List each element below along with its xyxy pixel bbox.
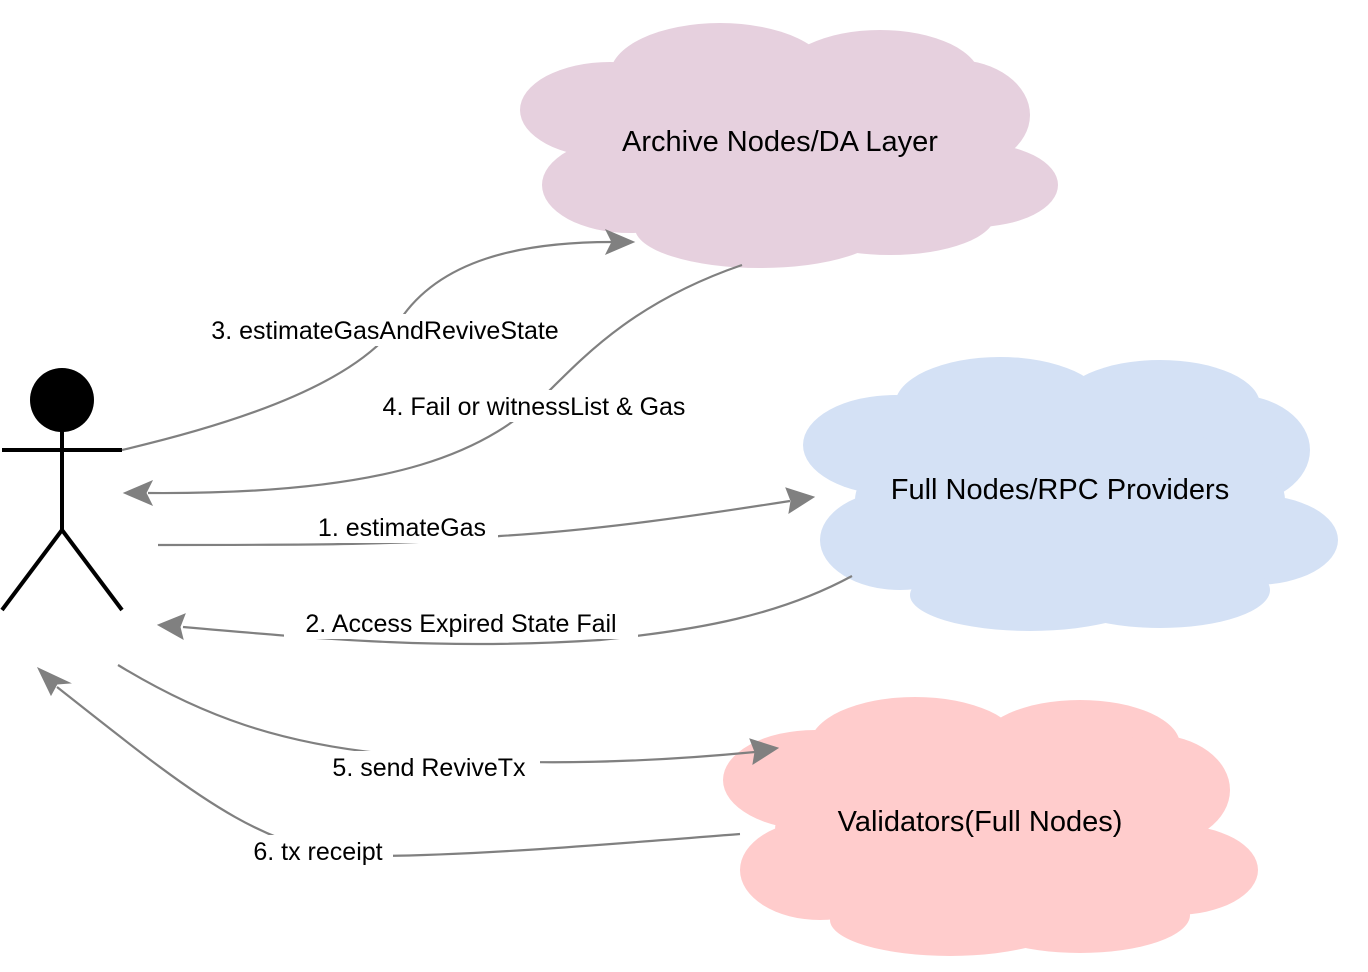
edge-6-label-bg	[243, 835, 393, 867]
full-nodes-cloud[interactable]: Full Nodes/RPC Providers	[803, 357, 1338, 631]
edge-1-label: 1. estimateGas	[318, 514, 486, 542]
edge-4-label-bg	[362, 390, 706, 422]
edge-1-line	[157, 499, 791, 547]
edge-2-label-bg	[284, 607, 638, 639]
actor-head	[30, 368, 94, 432]
edge-6-arrowhead	[36, 666, 72, 697]
edge-fail-or-witness-list[interactable]: 4. Fail or witnessList & Gas	[122, 263, 743, 506]
archive-cloud-shape	[520, 23, 1058, 268]
validators-cloud[interactable]: Validators(Full Nodes)	[723, 697, 1258, 956]
archive-nodes-cloud[interactable]: Archive Nodes/DA Layer	[520, 23, 1058, 268]
edge-6-label: 6. tx receipt	[253, 838, 382, 866]
full-nodes-label: Full Nodes/RPC Providers	[891, 474, 1229, 506]
actor-left-leg	[0, 528, 64, 612]
actor-right-leg	[60, 528, 124, 612]
edge-5-arrowhead	[749, 738, 780, 766]
full-nodes-cloud-shape	[803, 357, 1338, 631]
edge-3-label-bg	[188, 314, 582, 346]
validators-cloud-shape	[723, 697, 1258, 956]
edge-send-revive-tx[interactable]: 5. send ReviveTx	[117, 664, 780, 783]
edge-4-arrowhead	[122, 480, 154, 506]
edge-4-label: 4. Fail or witnessList & Gas	[383, 393, 686, 421]
edge-2-arrowhead	[156, 613, 186, 641]
edge-4-line	[147, 263, 743, 495]
edge-tx-receipt[interactable]: 6. tx receipt	[36, 666, 741, 867]
edge-5-label: 5. send ReviveTx	[332, 754, 526, 782]
validators-label: Validators(Full Nodes)	[838, 806, 1123, 838]
edge-estimate-gas-and-revive-state[interactable]: 3. estimateGasAndReviveState	[121, 229, 636, 452]
edge-access-expired-state-fail[interactable]: 2. Access Expired State Fail	[156, 575, 853, 646]
edge-3-arrowhead	[604, 229, 636, 255]
edge-estimate-gas[interactable]: 1. estimateGas	[157, 487, 816, 547]
edge-2-label: 2. Access Expired State Fail	[305, 610, 616, 638]
archive-nodes-label: Archive Nodes/DA Layer	[622, 126, 938, 158]
user-actor	[0, 368, 124, 612]
edge-5-label-bg	[318, 751, 540, 783]
edge-3-label: 3. estimateGasAndReviveState	[211, 317, 558, 345]
edge-1-arrowhead	[785, 487, 816, 515]
edge-1-label-bg	[306, 511, 498, 543]
edge-5-line	[117, 664, 756, 764]
